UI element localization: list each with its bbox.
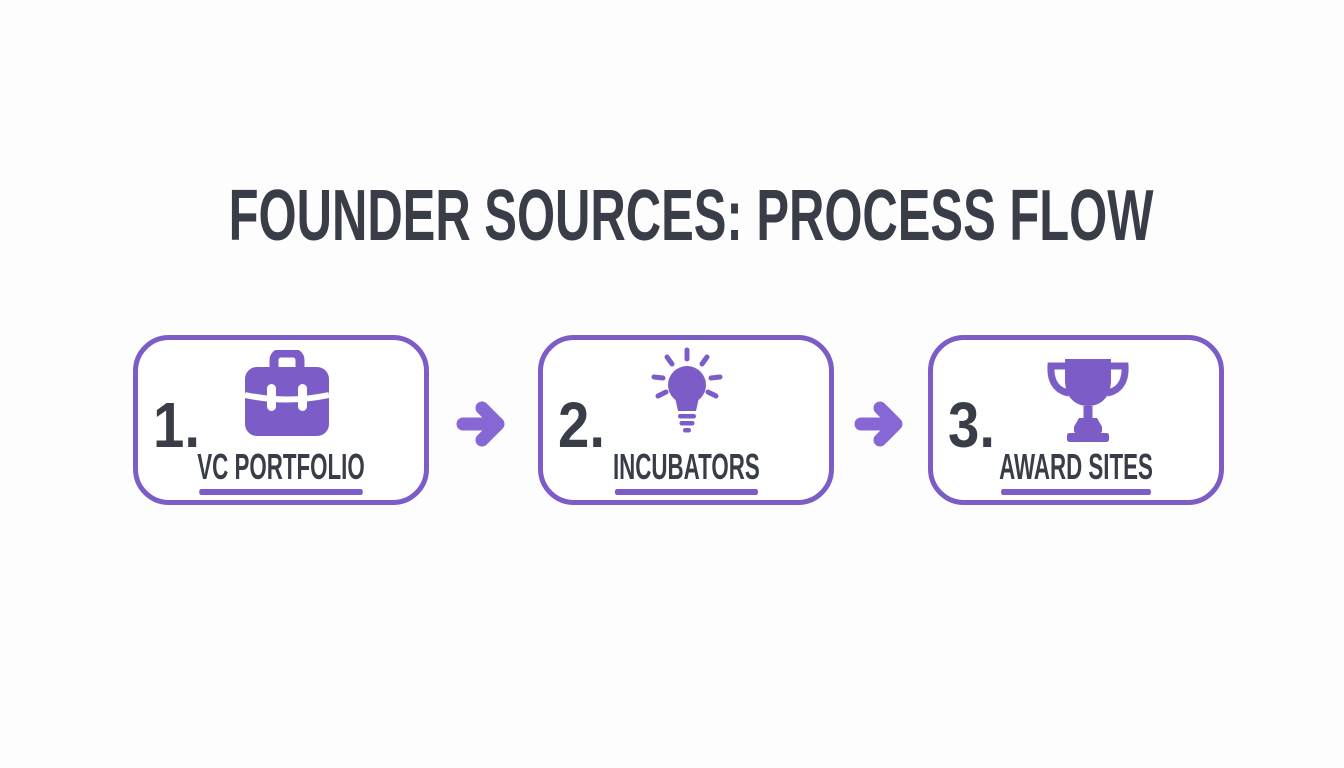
step-label: INCUBATORS xyxy=(612,446,760,487)
step-label-block: AWARD SITES xyxy=(933,449,1219,495)
label-underline xyxy=(614,489,758,495)
step-label: VC PORTFOLIO xyxy=(197,446,365,487)
label-underline xyxy=(199,489,363,495)
step-label-block: VC PORTFOLIO xyxy=(138,449,424,495)
page-title-text: FOUNDER SOURCES: PROCESS FLOW xyxy=(228,176,1154,256)
step-number: 2. xyxy=(558,389,605,461)
step-card-incubators: 2. INCUBATORS xyxy=(538,335,834,505)
label-underline xyxy=(1000,489,1152,495)
step-number: 1. xyxy=(153,389,200,461)
arrow-right-icon xyxy=(456,401,508,452)
page-title: FOUNDER SOURCES: PROCESS FLOW xyxy=(38,180,1344,252)
step-card-award-sites: 3. AWARD SITES xyxy=(928,335,1224,505)
briefcase-icon xyxy=(241,348,333,447)
step-number: 3. xyxy=(948,389,995,461)
lightbulb-icon xyxy=(641,347,733,450)
step-label: AWARD SITES xyxy=(999,446,1153,487)
step-card-vc-portfolio: 1. VC PORTFOLIO xyxy=(133,335,429,505)
step-label-block: INCUBATORS xyxy=(543,449,829,495)
arrow-right-icon xyxy=(854,401,906,452)
trophy-icon xyxy=(1038,354,1138,455)
